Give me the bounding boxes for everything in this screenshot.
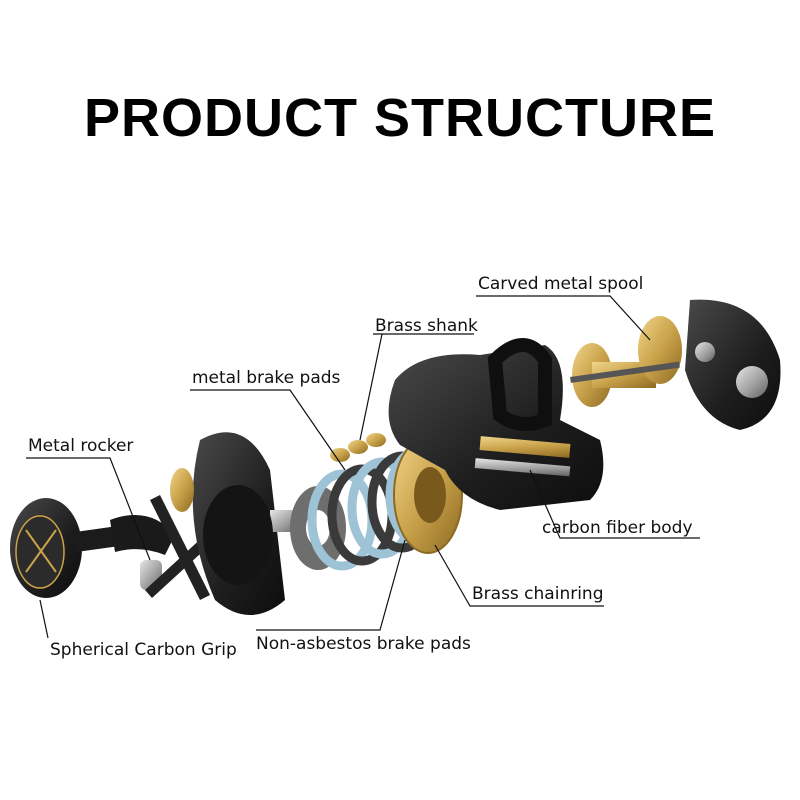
page-title: PRODUCT STRUCTURE [84, 88, 716, 148]
label-brass-chainring: Brass chainring [472, 584, 604, 604]
label-metal-brake-pads: metal brake pads [192, 368, 341, 388]
leader-lines [26, 295, 700, 639]
label-carbon-fiber-body: carbon fiber body [542, 518, 693, 538]
label-non-asbestos-brake-pads: Non-asbestos brake pads [256, 634, 471, 654]
label-carved-metal-spool: Carved metal spool [478, 274, 644, 294]
spherical-carbon-grip-part [10, 498, 116, 598]
brass-shank-part [330, 433, 386, 462]
label-spherical-carbon-grip: Spherical Carbon Grip [50, 640, 237, 660]
label-brass-shank: Brass shank [375, 316, 478, 336]
right-side-plate-part [685, 299, 781, 430]
metal-rocker-part [110, 495, 212, 600]
label-metal-rocker: Metal rocker [28, 436, 134, 456]
carved-metal-spool-part [570, 316, 682, 407]
side-plate-part [170, 432, 300, 615]
carbon-fiber-body-part [388, 338, 604, 510]
